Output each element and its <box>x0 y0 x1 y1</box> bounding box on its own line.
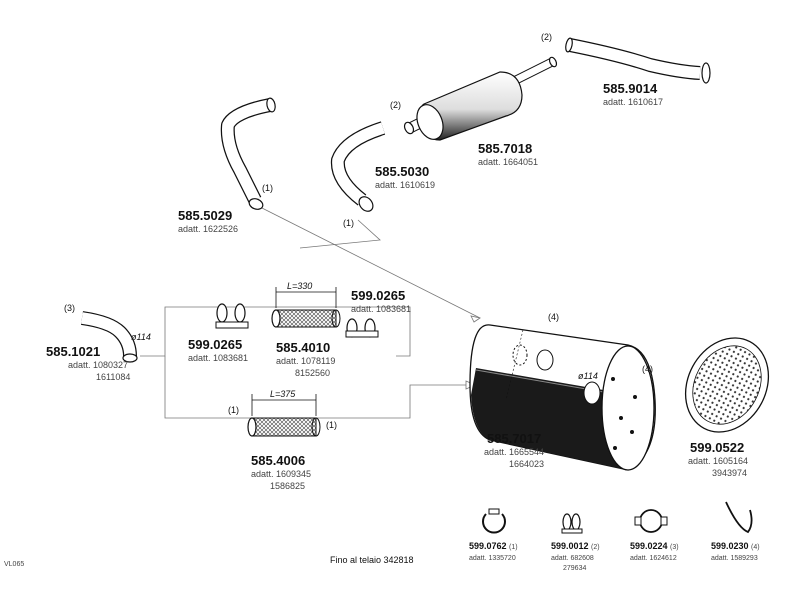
part-adatt-585-1021: adatt. 1080327 <box>68 360 128 370</box>
accessory-adatt-599-0762: adatt. 1335720 <box>469 555 516 562</box>
marker-right-585-4006: (1) <box>326 420 337 430</box>
part-adatt2-585-4010: 8152560 <box>295 368 330 378</box>
part-number-599-0265-right: 599.0265 <box>351 288 405 303</box>
part-number-585-5030: 585.5030 <box>375 164 429 179</box>
marker-585-5030: (1) <box>343 218 354 228</box>
silencer-585-7017[interactable]: (4) (4) ø114 585.7017 adatt. 1665544 166… <box>469 312 656 471</box>
part-adatt2-585-1021: 1611084 <box>96 372 130 382</box>
tail-pipe-585-9014[interactable]: (2) 585.9014 adatt. 1610617 <box>541 32 711 107</box>
pipe-585-1021[interactable]: (3) ø114 585.1021 adatt. 1080327 1611084 <box>46 303 151 382</box>
diameter-585-1021: ø114 <box>131 332 151 342</box>
part-adatt2-585-4006: 1586825 <box>270 481 305 491</box>
connection-lines <box>140 205 482 419</box>
part-adatt-585-4006: adatt. 1609345 <box>251 469 311 479</box>
part-number-585-1021: 585.1021 <box>46 344 100 359</box>
part-adatt2-599-0522: 3943974 <box>712 468 747 478</box>
accessory-marker-599-0224: (3) <box>670 544 679 551</box>
accessory-adatt-599-0224: adatt. 1624612 <box>630 555 677 562</box>
accessory-number-599-0224: 599.0224 <box>630 541 668 551</box>
part-adatt2-585-7017: 1664023 <box>509 459 544 469</box>
accessory-adatt2-599-0012: 279634 <box>563 565 586 572</box>
part-number-599-0265-left: 599.0265 <box>188 337 242 352</box>
clamp-599-0265-right[interactable]: 599.0265 adatt. 1083681 <box>345 288 411 338</box>
clamp-599-0265-left[interactable]: 599.0265 adatt. 1083681 <box>188 303 249 363</box>
part-adatt-585-7017: adatt. 1665544 <box>484 447 544 457</box>
accessory-599-0224[interactable]: 599.0224 (3) adatt. 1624612 <box>630 509 679 562</box>
accessory-adatt-599-0230: adatt. 1589293 <box>711 555 758 562</box>
marker-585-7018: (2) <box>390 100 401 110</box>
accessory-599-0012[interactable]: 599.0012 (2) adatt. 682608 279634 <box>551 513 600 572</box>
accessory-marker-599-0762: (1) <box>509 544 518 551</box>
diameter-585-7017: ø114 <box>578 371 598 381</box>
silencer-585-7018[interactable]: (2) 585.7018 adatt. 1664051 <box>390 56 558 167</box>
accessory-marker-599-0230: (4) <box>751 544 760 551</box>
part-adatt-599-0265-left: adatt. 1083681 <box>188 353 248 363</box>
chassis-note: Fino al telaio 342818 <box>330 555 414 565</box>
marker-585-5029: (1) <box>262 183 273 193</box>
length-585-4006: L=375 <box>270 389 296 399</box>
diagram-code: VL065 <box>4 561 24 568</box>
part-adatt-599-0522: adatt. 1605164 <box>688 456 748 466</box>
straight-pipe-585-4006[interactable]: L=375 (1) (1) 585.4006 adatt. 1609345 15… <box>228 389 337 491</box>
part-number-585-5029: 585.5029 <box>178 208 232 223</box>
marker-585-9014: (2) <box>541 32 552 42</box>
accessory-number-599-0012: 599.0012 <box>551 541 589 551</box>
part-adatt-585-5029: adatt. 1622526 <box>178 224 238 234</box>
marker-a-585-7017: (4) <box>548 312 559 322</box>
part-number-585-4006: 585.4006 <box>251 453 305 468</box>
part-adatt-585-4010: adatt. 1078119 <box>276 356 335 366</box>
accessory-599-0230[interactable]: 599.0230 (4) adatt. 1589293 <box>711 501 760 562</box>
bend-pipe-585-5029[interactable]: (1) 585.5029 adatt. 1622526 <box>178 97 276 234</box>
straight-pipe-585-4010[interactable]: L=330 585.4010 adatt. 1078119 8152560 <box>271 281 341 378</box>
marker-left-585-4006: (1) <box>228 405 239 415</box>
part-number-585-9014: 585.9014 <box>603 81 658 96</box>
part-number-599-0522: 599.0522 <box>690 440 744 455</box>
length-585-4010: L=330 <box>287 281 312 291</box>
bend-pipe-585-5030[interactable]: (1) 585.5030 adatt. 1610619 <box>330 121 435 228</box>
part-number-585-7017: 585.7017 <box>487 431 541 446</box>
marker-585-1021: (3) <box>64 303 75 313</box>
accessory-marker-599-0012: (2) <box>591 544 600 551</box>
part-number-585-4010: 585.4010 <box>276 340 330 355</box>
accessory-adatt-599-0012: adatt. 682608 <box>551 555 594 562</box>
part-adatt-585-7018: adatt. 1664051 <box>478 157 538 167</box>
cover-plate-599-0522[interactable]: 599.0522 adatt. 1605164 3943974 <box>670 323 785 478</box>
part-adatt-585-5030: adatt. 1610619 <box>375 180 435 190</box>
accessory-number-599-0230: 599.0230 <box>711 541 749 551</box>
accessory-599-0762[interactable]: 599.0762 (1) adatt. 1335720 <box>469 508 518 562</box>
marker-b-585-7017: (4) <box>642 364 653 374</box>
part-adatt-585-9014: adatt. 1610617 <box>603 97 663 107</box>
accessory-number-599-0762: 599.0762 <box>469 541 507 551</box>
part-number-585-7018: 585.7018 <box>478 141 532 156</box>
part-adatt-599-0265-right: adatt. 1083681 <box>351 304 411 314</box>
